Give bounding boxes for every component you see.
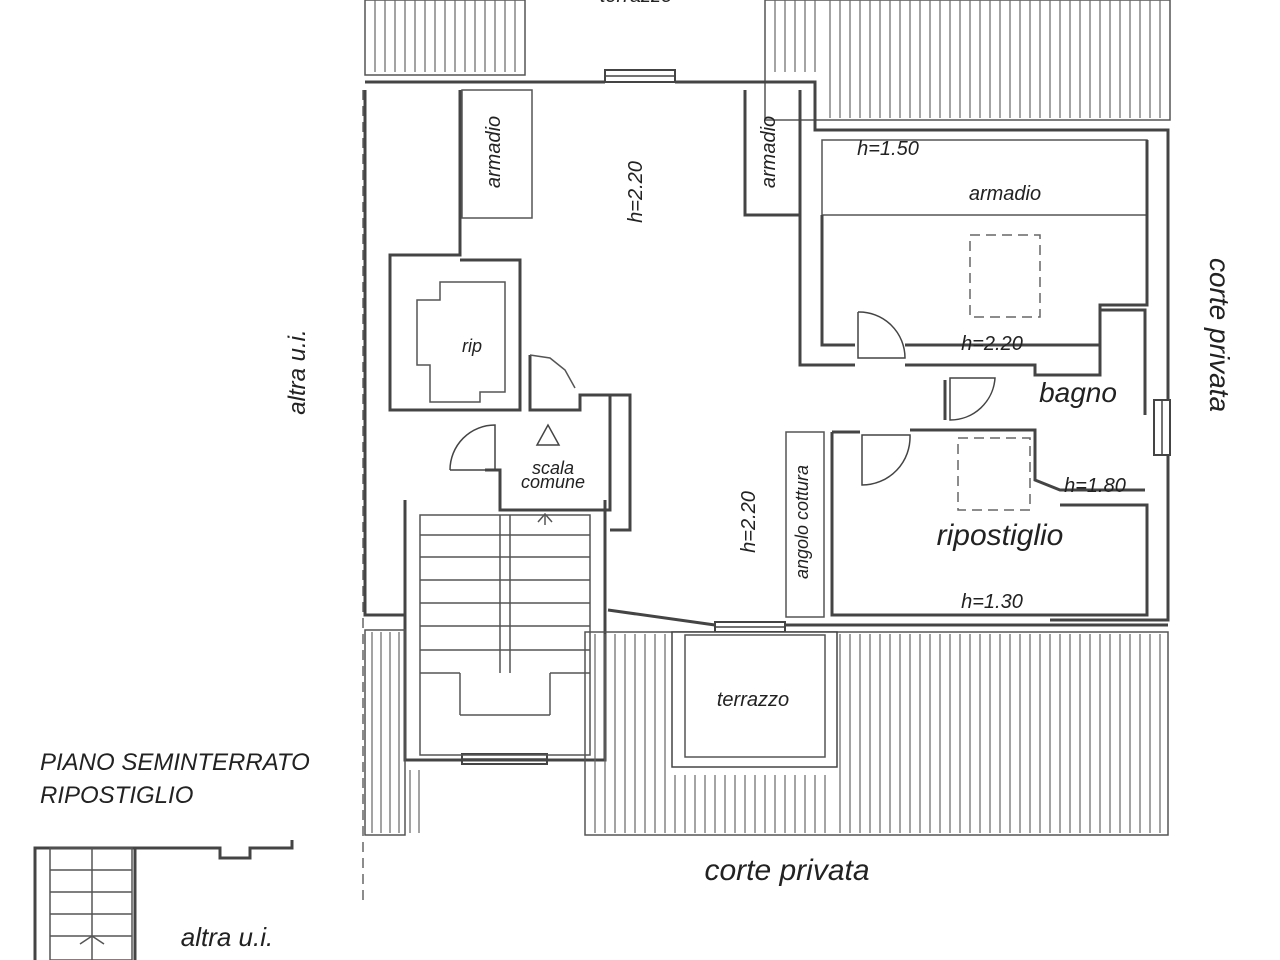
window-top bbox=[604, 69, 676, 83]
door-stairs bbox=[449, 424, 496, 471]
storage-room-label: ripostiglio bbox=[937, 519, 1064, 552]
terrace-bottom bbox=[671, 631, 838, 768]
height-storage-upper: h=1.80 bbox=[1064, 475, 1126, 497]
height-main-top: h=2.20 bbox=[625, 161, 647, 223]
height-bathroom: h=2.20 bbox=[961, 333, 1023, 355]
storage-room-walls bbox=[830, 430, 1149, 617]
height-wardrobe-right: h=1.50 bbox=[857, 138, 919, 160]
common-stairs-label-2: comune bbox=[521, 472, 585, 492]
stairs-direction-icon bbox=[535, 423, 561, 446]
private-yard-bottom-label: corte privata bbox=[704, 854, 869, 887]
kitchenette-label: angolo cottura bbox=[792, 465, 812, 579]
outer-walls bbox=[363, 80, 1170, 627]
wardrobe-right bbox=[820, 139, 1149, 347]
door-bathroom-2 bbox=[949, 377, 996, 421]
common-stairs-label-1: scala bbox=[532, 458, 574, 478]
wardrobe-right-label: armadio bbox=[969, 183, 1041, 205]
door-storage bbox=[861, 434, 911, 486]
height-main-lower: h=2.20 bbox=[738, 491, 760, 553]
top-right-terrace-hatch bbox=[764, 0, 1171, 121]
bottom-left-hatch bbox=[364, 629, 420, 836]
terrace-bottom-label: terrazzo bbox=[717, 689, 789, 711]
wardrobe-left bbox=[388, 89, 533, 412]
staircase bbox=[403, 500, 607, 762]
kitchenette bbox=[785, 431, 825, 618]
wardrobe-left-label: armadio bbox=[483, 116, 505, 188]
terrace-top-label: terrazzo bbox=[600, 0, 672, 7]
basement-stair-plan bbox=[33, 840, 294, 960]
storage-rip bbox=[416, 281, 506, 403]
storage-rip-label: rip bbox=[462, 336, 482, 356]
adjacent-unit-bottom-label: altra u.i. bbox=[181, 922, 274, 952]
skylight-lower bbox=[957, 437, 1031, 511]
floor-title-line-2: RIPOSTIGLIO bbox=[40, 782, 193, 809]
height-storage-lower: h=1.30 bbox=[961, 591, 1023, 613]
window-right bbox=[1153, 399, 1171, 456]
private-yard-right-label: corte privata bbox=[1204, 258, 1235, 412]
skylight-upper bbox=[969, 234, 1041, 318]
window-terrace bbox=[714, 621, 786, 633]
top-left-terrace-hatch bbox=[364, 0, 526, 76]
adjacent-unit-left-label: altra u.i. bbox=[284, 329, 311, 414]
floor-title-line-1: PIANO SEMINTERRATO bbox=[40, 749, 310, 776]
wardrobe-center bbox=[743, 90, 855, 367]
bathroom-walls bbox=[905, 308, 1147, 492]
bottom-right-hatch bbox=[584, 631, 1169, 836]
door-bathroom-1 bbox=[857, 311, 906, 359]
bathroom-label: bagno bbox=[1039, 377, 1117, 408]
wardrobe-center-label: armadio bbox=[758, 116, 780, 188]
